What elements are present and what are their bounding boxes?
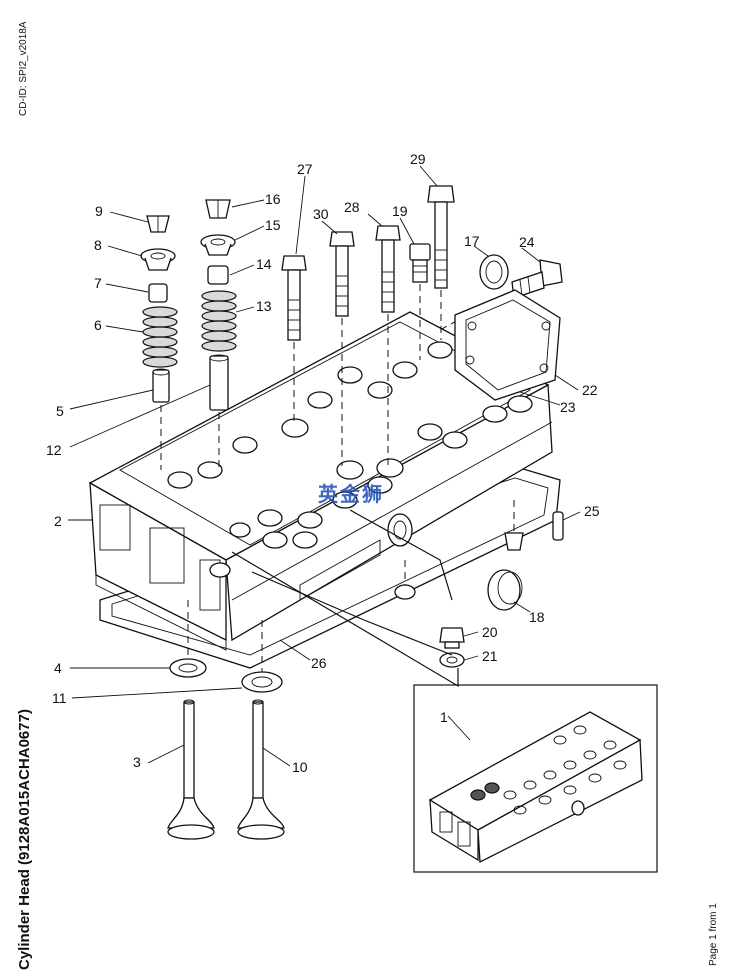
sleeve-18 — [487, 569, 523, 611]
washer-21 — [439, 652, 465, 668]
intake-valve-10 — [237, 699, 285, 840]
bolt-28 — [375, 225, 401, 313]
callout-21: 21 — [482, 648, 498, 664]
collets-9 — [146, 215, 170, 233]
valve-seal-14 — [207, 265, 229, 285]
callout-6: 6 — [94, 317, 102, 333]
assembly-inset — [413, 684, 658, 873]
bolt-27 — [281, 255, 307, 341]
callout-1: 1 — [440, 709, 448, 725]
bolt-29 — [427, 185, 455, 289]
callout-19: 19 — [392, 203, 408, 219]
callout-15: 15 — [265, 217, 281, 233]
watermark-text: 英金狮 — [318, 482, 384, 506]
exhaust-valve-3 — [167, 699, 215, 840]
dowel-pin-25 — [552, 511, 564, 541]
callout-26: 26 — [311, 655, 327, 671]
spring-cap-15 — [200, 234, 236, 256]
callout-14: 14 — [256, 256, 272, 272]
bolt-24 — [511, 259, 563, 299]
callout-10: 10 — [292, 759, 308, 775]
leader-lines — [68, 165, 581, 767]
callout-9: 9 — [95, 203, 103, 219]
cylinder-head-block — [88, 311, 553, 651]
collets-16 — [205, 199, 231, 219]
callout-labels: 9 8 7 6 5 12 2 4 11 3 10 16 15 14 13 27 … — [46, 151, 600, 775]
callout-7: 7 — [94, 275, 102, 291]
seat-insert-4 — [169, 658, 207, 678]
callout-11: 11 — [52, 690, 67, 706]
valve-guide-5 — [152, 368, 170, 403]
callout-4: 4 — [54, 660, 62, 676]
callout-2: 2 — [54, 513, 62, 529]
callout-12: 12 — [46, 442, 62, 458]
spring-cap-8 — [140, 248, 176, 271]
callout-28: 28 — [344, 199, 360, 215]
seat-insert-11 — [241, 671, 283, 693]
callout-20: 20 — [482, 624, 498, 640]
callout-30: 30 — [313, 206, 329, 222]
valve-spring-6 — [142, 306, 178, 368]
valve-spring-13 — [201, 290, 237, 352]
callout-3: 3 — [133, 754, 141, 770]
callout-17: 17 — [464, 233, 480, 249]
plug-19 — [409, 243, 431, 283]
callout-18: 18 — [529, 609, 545, 625]
valve-guide-12 — [209, 354, 229, 411]
bolt-30 — [329, 231, 355, 317]
valve-seal-7 — [148, 283, 168, 303]
callout-24: 24 — [519, 234, 535, 250]
plug-bolt-20 — [439, 627, 465, 649]
callout-27: 27 — [297, 161, 313, 177]
callout-25: 25 — [584, 503, 600, 519]
callout-29: 29 — [410, 151, 426, 167]
callout-5: 5 — [56, 403, 64, 419]
seal-ring-17 — [479, 254, 509, 290]
plug-underside — [394, 532, 524, 600]
rocker-bosses — [167, 341, 533, 578]
cover-plate-22 — [454, 289, 561, 401]
callout-22: 22 — [582, 382, 598, 398]
callout-13: 13 — [256, 298, 272, 314]
callout-8: 8 — [94, 237, 102, 253]
callout-23: 23 — [560, 399, 576, 415]
callout-16: 16 — [265, 191, 281, 207]
